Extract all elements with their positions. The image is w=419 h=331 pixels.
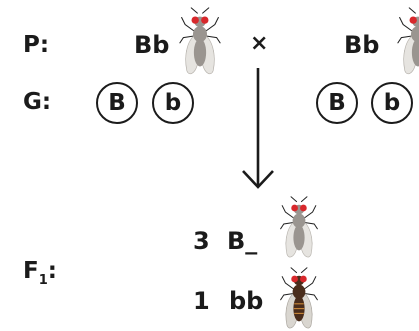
parent-left-fly-icon: [178, 7, 222, 77]
cross-symbol: ×: [250, 33, 268, 55]
offspring-label-subscript: 1: [39, 273, 48, 288]
dark-fly-icon: [279, 267, 319, 331]
grey-fly-icon: [279, 196, 319, 260]
gamete-right-1: B: [316, 82, 358, 124]
offspring-row-2-genotype: bb: [229, 289, 263, 313]
parent-right-genotype: Bb: [344, 33, 379, 57]
gamete-left-2: b: [152, 82, 194, 124]
offspring-label-colon: :: [48, 258, 57, 284]
down-arrow-icon: [238, 68, 278, 193]
offspring-row-1-count: 3: [193, 229, 210, 253]
offspring-row-1-genotype: B_: [227, 229, 257, 253]
parent-left-genotype: Bb: [134, 33, 169, 57]
offspring-row-2-count: 1: [193, 289, 210, 313]
offspring-label-main: F: [23, 258, 39, 284]
gametes-label: G:: [23, 91, 51, 114]
parent-right-fly-icon: [396, 7, 419, 77]
gamete-left-1: B: [96, 82, 138, 124]
offspring-label: F1:: [23, 260, 57, 283]
gamete-right-2: b: [371, 82, 413, 124]
parents-label: P:: [23, 34, 49, 57]
